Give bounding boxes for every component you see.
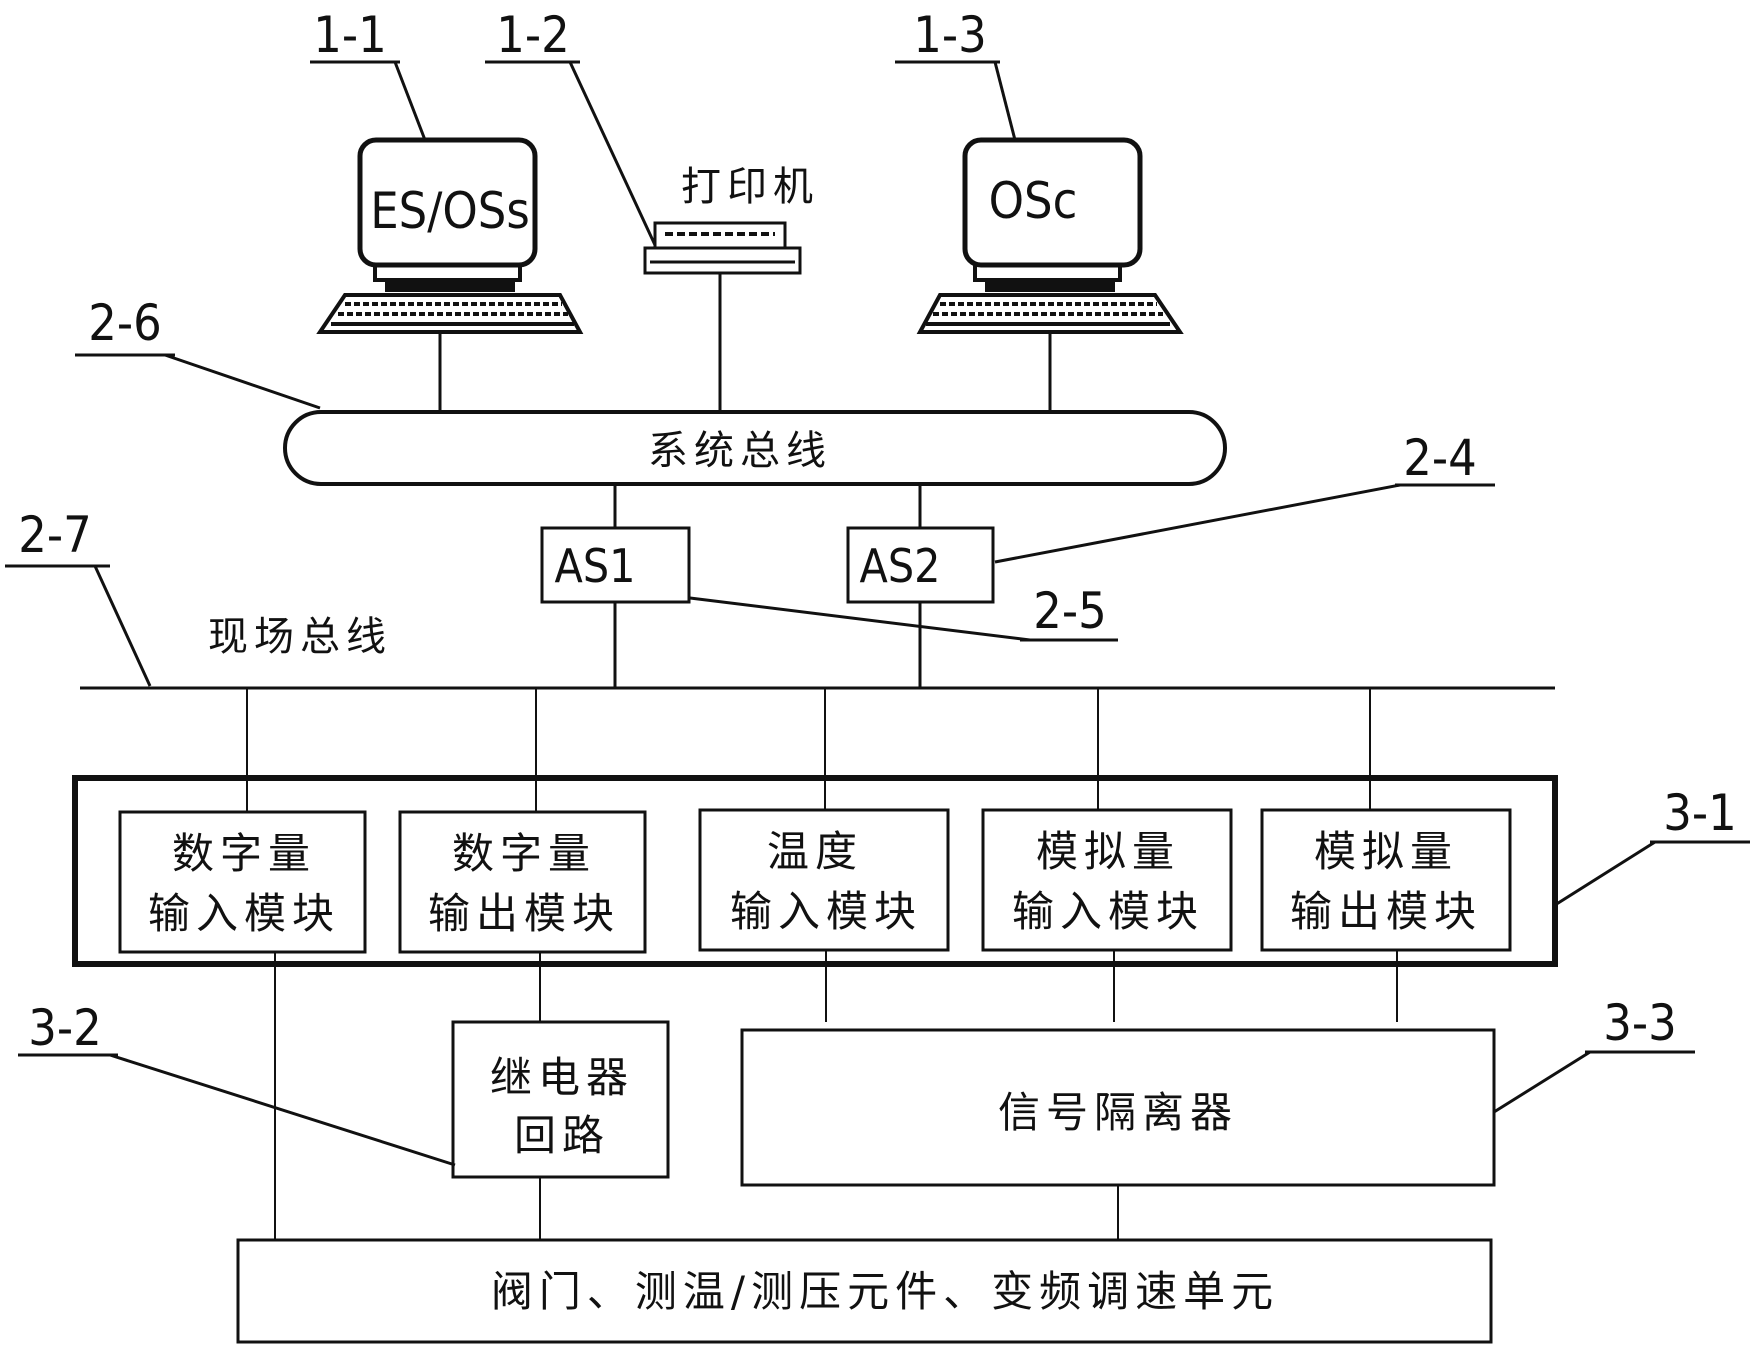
module-analog-input: 模拟量 输入模块 (981, 808, 1233, 952)
module-digital-input-line2: 输入模块 (148, 889, 340, 938)
module-analog-input-line2: 输入模块 (1012, 887, 1204, 936)
ref-3-2: 3-2 (18, 999, 456, 1167)
printer: 打印机 (643, 164, 819, 275)
system-bus-label: 系统总线 (648, 428, 832, 474)
ref-1-2: 1-2 (485, 6, 657, 246)
module-temperature-input: 温度 输入模块 (698, 808, 950, 952)
module-temperature-input-line1: 温度 (767, 827, 863, 876)
io-rack (72, 775, 1558, 967)
field-bus: 现场总线 (80, 614, 1555, 690)
ref-2-4: 2-4 (994, 429, 1495, 564)
as1-station: AS1 (540, 526, 691, 604)
ref-2-4-text: 2-4 (1403, 429, 1476, 487)
signal-isolator: 信号隔离器 (740, 1028, 1496, 1187)
module-analog-output-line2: 输出模块 (1290, 887, 1482, 936)
ref-2-7: 2-7 (5, 506, 152, 687)
ref-3-2-text: 3-2 (28, 999, 101, 1057)
ref-3-3: 3-3 (1493, 994, 1695, 1114)
ref-2-7-text: 2-7 (18, 506, 91, 564)
module-digital-input-line1: 数字量 (172, 829, 316, 878)
ref-3-3-text: 3-3 (1603, 994, 1676, 1052)
module-digital-input: 数字量 输入模块 (118, 810, 367, 954)
ref-3-1-text: 3-1 (1663, 784, 1736, 842)
ref-2-6: 2-6 (75, 294, 321, 410)
module-analog-output-line1: 模拟量 (1314, 827, 1458, 876)
ref-1-1-text: 1-1 (313, 6, 386, 64)
ref-2-6-text: 2-6 (88, 294, 161, 352)
relay-circuit-line2: 回路 (514, 1111, 610, 1160)
ref-3-1: 3-1 (1554, 784, 1750, 907)
as2-label: AS2 (860, 539, 941, 593)
ref-1-3: 1-3 (895, 6, 1017, 141)
module-analog-input-line1: 模拟量 (1036, 827, 1180, 876)
ref-1-3-text: 1-3 (913, 6, 986, 64)
es-oss-workstation: ES/OSs (316, 137, 584, 334)
es-oss-label: ES/OSs (370, 182, 530, 240)
module-digital-output-line2: 输出模块 (428, 889, 620, 938)
as2-station: AS2 (846, 526, 995, 604)
ref-2-5-text: 2-5 (1033, 582, 1106, 640)
ref-2-5: 2-5 (689, 582, 1118, 642)
relay-circuit: 继电器 回路 (451, 1020, 670, 1179)
relay-circuit-line1: 继电器 (490, 1053, 634, 1102)
signal-isolator-label: 信号隔离器 (998, 1088, 1238, 1137)
field-bus-label: 现场总线 (208, 614, 392, 660)
field-devices-label: 阀门、测温/测压元件、变频调速单元 (491, 1267, 1279, 1316)
field-devices: 阀门、测温/测压元件、变频调速单元 (236, 1238, 1493, 1344)
ref-1-2-text: 1-2 (496, 6, 569, 64)
printer-label: 打印机 (681, 164, 819, 210)
as1-label: AS1 (555, 539, 636, 593)
osc-label: OSc (989, 172, 1078, 230)
system-bus: 系统总线 (283, 410, 1227, 486)
module-analog-output: 模拟量 输出模块 (1260, 808, 1512, 952)
module-digital-output-line1: 数字量 (452, 829, 596, 878)
module-digital-output: 数字量 输出模块 (398, 810, 647, 954)
module-temperature-input-line2: 输入模块 (730, 887, 922, 936)
osc-workstation: OSc (916, 137, 1184, 334)
ref-1-1: 1-1 (310, 6, 427, 141)
